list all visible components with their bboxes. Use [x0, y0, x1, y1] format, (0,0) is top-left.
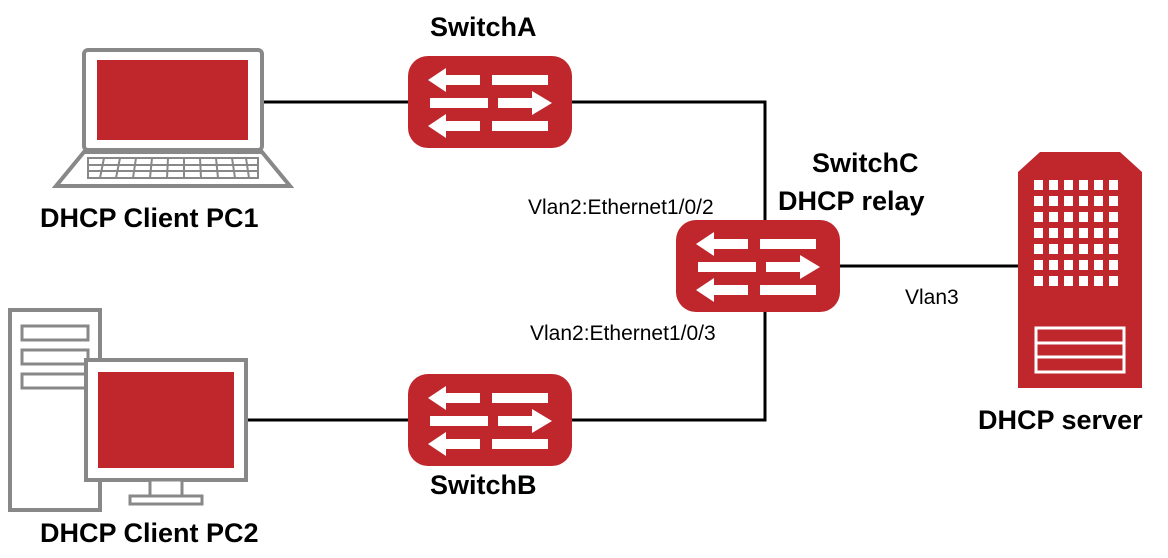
switch-icon [408, 56, 572, 148]
link-switch-b-switch-c [570, 300, 767, 422]
desktop-pc-icon [8, 308, 248, 512]
server-label: DHCP server [978, 405, 1143, 435]
switch-a-label: SwitchA [430, 12, 537, 42]
relay-label: DHCP relay [778, 186, 925, 216]
port-label-c-to-a: Vlan2:Ethernet1/0/2 [528, 196, 714, 219]
pc2-label: DHCP Client PC2 [40, 518, 259, 548]
server-icon [1018, 152, 1142, 388]
laptop-icon [51, 48, 295, 188]
switch-icon [408, 374, 572, 466]
pc1-label: DHCP Client PC1 [40, 203, 259, 233]
switch-icon [676, 220, 840, 312]
port-label-c-to-b: Vlan2:Ethernet1/0/3 [530, 322, 716, 345]
link-switch-a-switch-c [570, 100, 767, 232]
switch-c-label: SwitchC [812, 148, 919, 178]
links [245, 100, 1020, 422]
port-label-c-to-server: Vlan3 [905, 286, 959, 309]
switch-b-label: SwitchB [430, 470, 537, 500]
